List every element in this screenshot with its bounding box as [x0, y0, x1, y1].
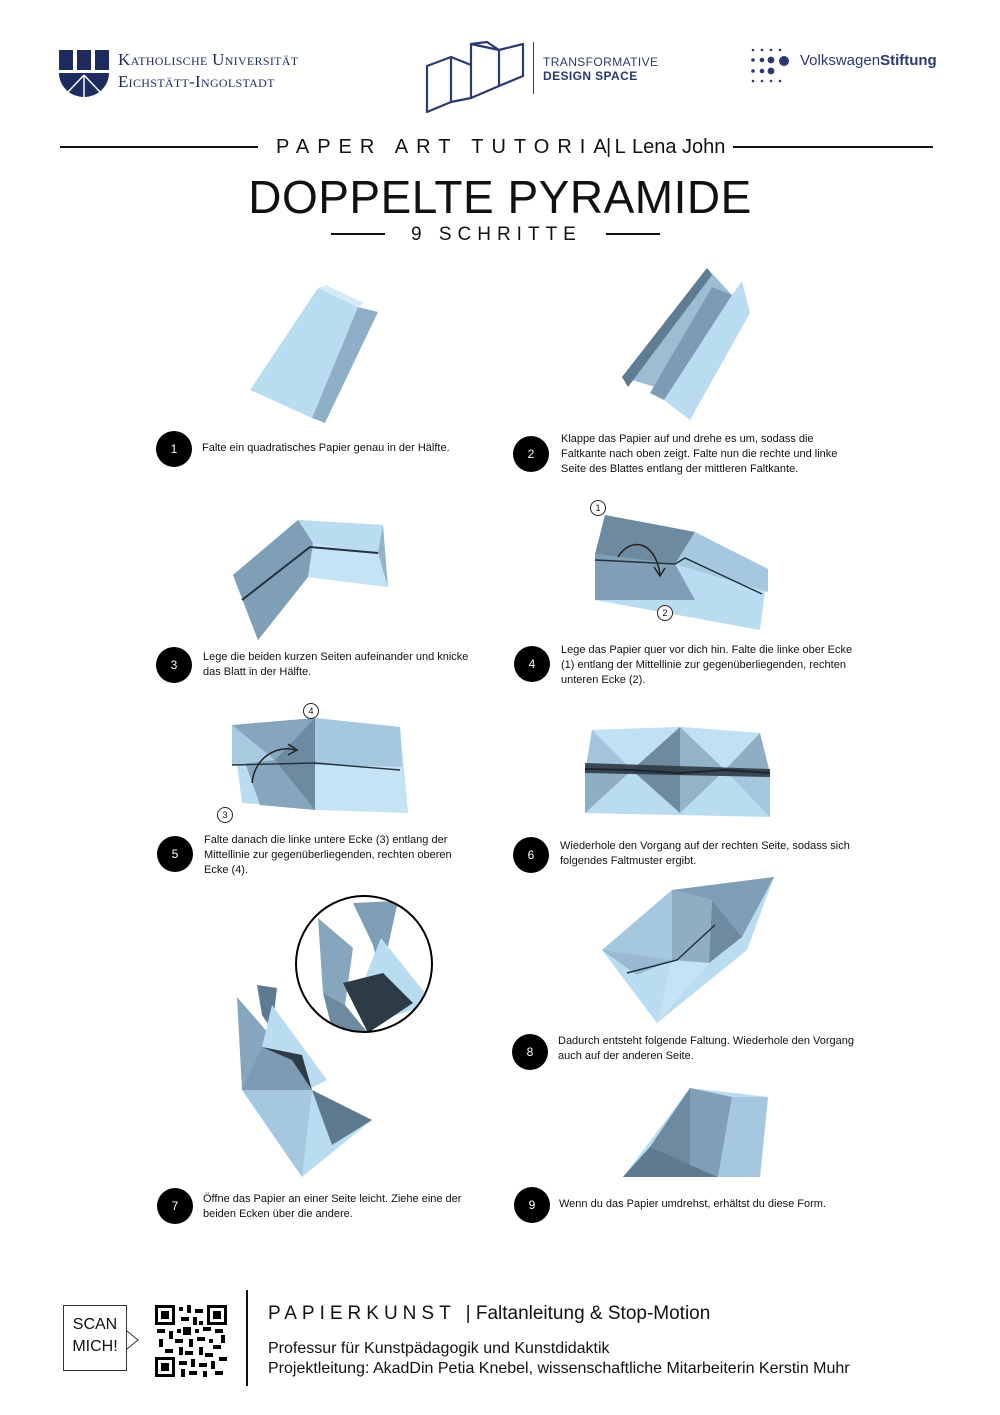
step-5-text: Falte danach die linke untere Ecke (3) e… — [204, 834, 452, 876]
title-rule-right — [733, 146, 933, 148]
step-7-text: Öffne das Papier an einer Seite leicht. … — [203, 1193, 462, 1220]
university-crest-icon — [59, 50, 109, 97]
step-8-text: Dadurch entsteht folgende Faltung. Wiede… — [558, 1035, 854, 1062]
step-2-illustration — [622, 268, 750, 420]
university-logo: Katholische Universität Eichstätt-Ingols… — [58, 48, 348, 98]
step-1-illustration — [250, 285, 378, 423]
step-9-illustration — [623, 1088, 768, 1177]
author-name: Lena John — [632, 136, 726, 158]
step-4-text: Lege das Papier quer vor dich hin. Falte… — [561, 644, 853, 686]
title-rule-left — [60, 146, 258, 148]
scan-me-box: SCAN MICH! — [63, 1305, 127, 1371]
step-6-text: Wiederhole den Vorgang auf der rechten S… — [560, 840, 850, 867]
foundation-logo: VolkswagenStiftung — [748, 46, 948, 86]
page-title: DOPPELTE PYRAMIDE — [248, 171, 752, 223]
step-5-illustration — [231, 718, 408, 813]
step-7-illustration — [237, 985, 372, 1177]
scan-line2: MICH! — [72, 1338, 118, 1355]
step-8-number: 8 — [512, 1034, 548, 1070]
callout-2: 2 — [657, 605, 673, 621]
scan-line1: SCAN — [72, 1316, 118, 1333]
step-6-number: 6 — [513, 837, 549, 873]
step-2-number: 2 — [513, 436, 549, 472]
footer-series-name: PAPIERKUNST — [268, 1303, 456, 1324]
step-1-text: Falte ein quadratisches Papier genau in … — [202, 442, 450, 454]
footer-series-rest: | Faltanleitung & Stop-Motion — [465, 1303, 711, 1324]
step-7-number: 7 — [157, 1188, 193, 1224]
qr-code-icon[interactable] — [155, 1305, 227, 1377]
callout-1: 1 — [590, 500, 606, 516]
step-6-illustration — [584, 727, 771, 817]
callout-3: 3 — [217, 807, 233, 823]
step-8-illustration — [602, 877, 774, 1023]
steps-rule-left — [331, 233, 385, 235]
step-4-illustration — [594, 515, 768, 630]
foundation-name: VolkswagenStiftung — [800, 52, 937, 69]
step-4-number: 4 — [514, 646, 550, 682]
folded-screen-icon — [425, 40, 525, 114]
step-3-number: 3 — [156, 647, 192, 683]
dot-matrix-icon — [751, 48, 789, 83]
steps-rule-right — [606, 233, 660, 235]
step-9-number: 9 — [514, 1187, 550, 1223]
step-5-number: 5 — [157, 836, 193, 872]
callout-4: 4 — [303, 703, 319, 719]
footer-chair: Professur für Kunstpädagogik und Kunstdi… — [268, 1340, 610, 1357]
footer-divider — [246, 1290, 248, 1386]
step-7-zoom-detail — [295, 895, 433, 1033]
scan-pointer-icon — [126, 1330, 139, 1350]
university-name-line1: Katholische Universität — [118, 50, 299, 69]
title-separator: | — [606, 136, 612, 158]
tds-logo: TRANSFORMATIVE DESIGN SPACE — [425, 40, 665, 115]
step-2-text: Klappe das Papier auf und drehe es um, s… — [561, 433, 838, 475]
steps-count-label: 9 SCHRITTE — [411, 224, 582, 245]
step-9-text: Wenn du das Papier umdrehst, erhältst du… — [559, 1198, 826, 1210]
foundation-name-bold: Stiftung — [880, 52, 937, 69]
tds-divider — [533, 42, 534, 94]
footer-series: PAPIERKUNST | Faltanleitung & Stop-Motio… — [268, 1303, 710, 1325]
step-1-number: 1 — [156, 431, 192, 467]
tds-line2: DESIGN SPACE — [543, 69, 638, 83]
footer-project-lead: Projektleitung: AkadDin Petia Knebel, wi… — [268, 1360, 850, 1377]
step-3-illustration — [233, 520, 388, 640]
tds-line1: TRANSFORMATIVE — [543, 55, 659, 69]
series-label: PAPER ART TUTORIAL — [276, 136, 634, 158]
step-3-text: Lege die beiden kurzen Seiten aufeinande… — [203, 651, 469, 678]
foundation-name-prefix: Volkswagen — [800, 52, 881, 69]
university-name-line2: Eichstätt-Ingolstadt — [118, 72, 275, 91]
